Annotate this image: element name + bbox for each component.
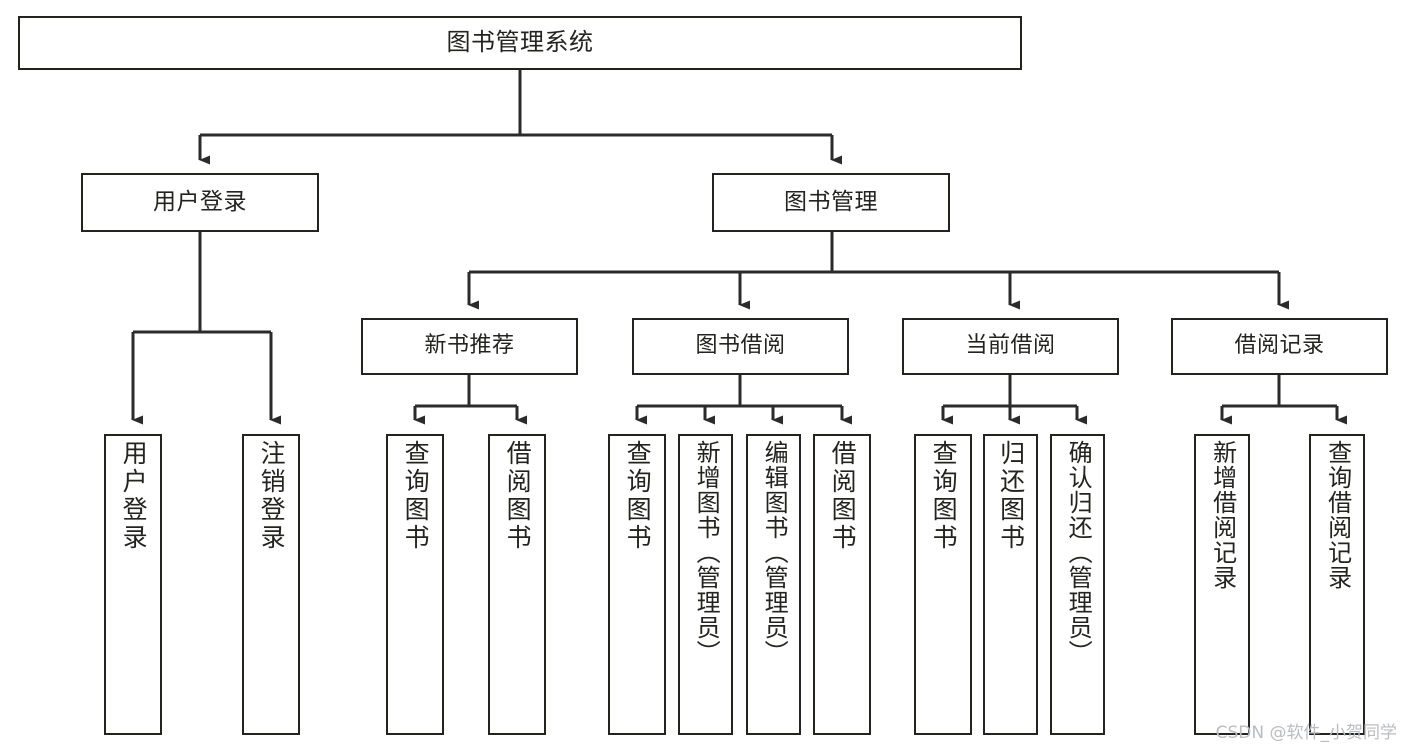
node-borrow-record[interactable]: 借阅记录: [1171, 318, 1388, 375]
node-label: 查询借阅记录: [1323, 440, 1352, 590]
leaf-current-borrow-query-book[interactable]: 查询图书: [914, 434, 972, 735]
node-current-borrow[interactable]: 当前借阅: [902, 318, 1119, 375]
node-label: 确认归还（管理员）: [1064, 440, 1093, 665]
node-label: 查询图书: [623, 440, 653, 552]
leaf-user-login-logout[interactable]: 注销登录: [242, 434, 300, 735]
leaf-current-borrow-return-book[interactable]: 归还图书: [983, 434, 1038, 735]
node-root-book-management-system[interactable]: 图书管理系统: [18, 16, 1022, 70]
node-label: 图书借阅: [695, 333, 786, 359]
node-label: 查询图书: [401, 440, 431, 552]
node-new-book-recommend[interactable]: 新书推荐: [361, 318, 578, 375]
leaf-current-borrow-confirm-return-admin[interactable]: 确认归还（管理员）: [1050, 434, 1105, 735]
leaf-new-book-query-book[interactable]: 查询图书: [386, 434, 444, 735]
leaf-book-borrow-edit-book-admin[interactable]: 编辑图书（管理员）: [746, 434, 801, 735]
node-label: 新增图书（管理员）: [692, 440, 721, 665]
node-label: 借阅图书: [503, 440, 533, 552]
node-label: 查询图书: [929, 440, 959, 552]
node-label: 当前借阅: [965, 333, 1056, 359]
leaf-book-borrow-query-book[interactable]: 查询图书: [608, 434, 666, 735]
node-label: 用户登录: [153, 189, 247, 216]
node-label: 归还图书: [996, 440, 1026, 552]
leaf-user-login-login[interactable]: 用户登录: [104, 434, 162, 735]
node-book-borrow[interactable]: 图书借阅: [632, 318, 849, 375]
csdn-watermark: CSDN @软件_小贺同学: [1215, 723, 1397, 743]
node-book-management[interactable]: 图书管理: [712, 173, 950, 232]
leaf-borrow-record-query-record[interactable]: 查询借阅记录: [1309, 434, 1365, 735]
node-label: 图书管理系统: [446, 28, 594, 57]
node-label: 借阅图书: [828, 440, 858, 552]
node-label: 借阅记录: [1234, 333, 1325, 359]
node-user-login[interactable]: 用户登录: [81, 173, 319, 232]
leaf-borrow-record-add-record[interactable]: 新增借阅记录: [1194, 434, 1250, 735]
node-label: 图书管理: [784, 189, 878, 216]
leaf-book-borrow-borrow-book[interactable]: 借阅图书: [813, 434, 871, 735]
node-label: 新增借阅记录: [1208, 440, 1237, 590]
node-label: 编辑图书（管理员）: [760, 440, 789, 665]
leaf-book-borrow-add-book-admin[interactable]: 新增图书（管理员）: [678, 434, 733, 735]
node-label: 用户登录: [119, 440, 149, 552]
node-label: 新书推荐: [424, 333, 515, 359]
leaf-new-book-borrow-book[interactable]: 借阅图书: [488, 434, 546, 735]
node-label: 注销登录: [257, 440, 287, 552]
